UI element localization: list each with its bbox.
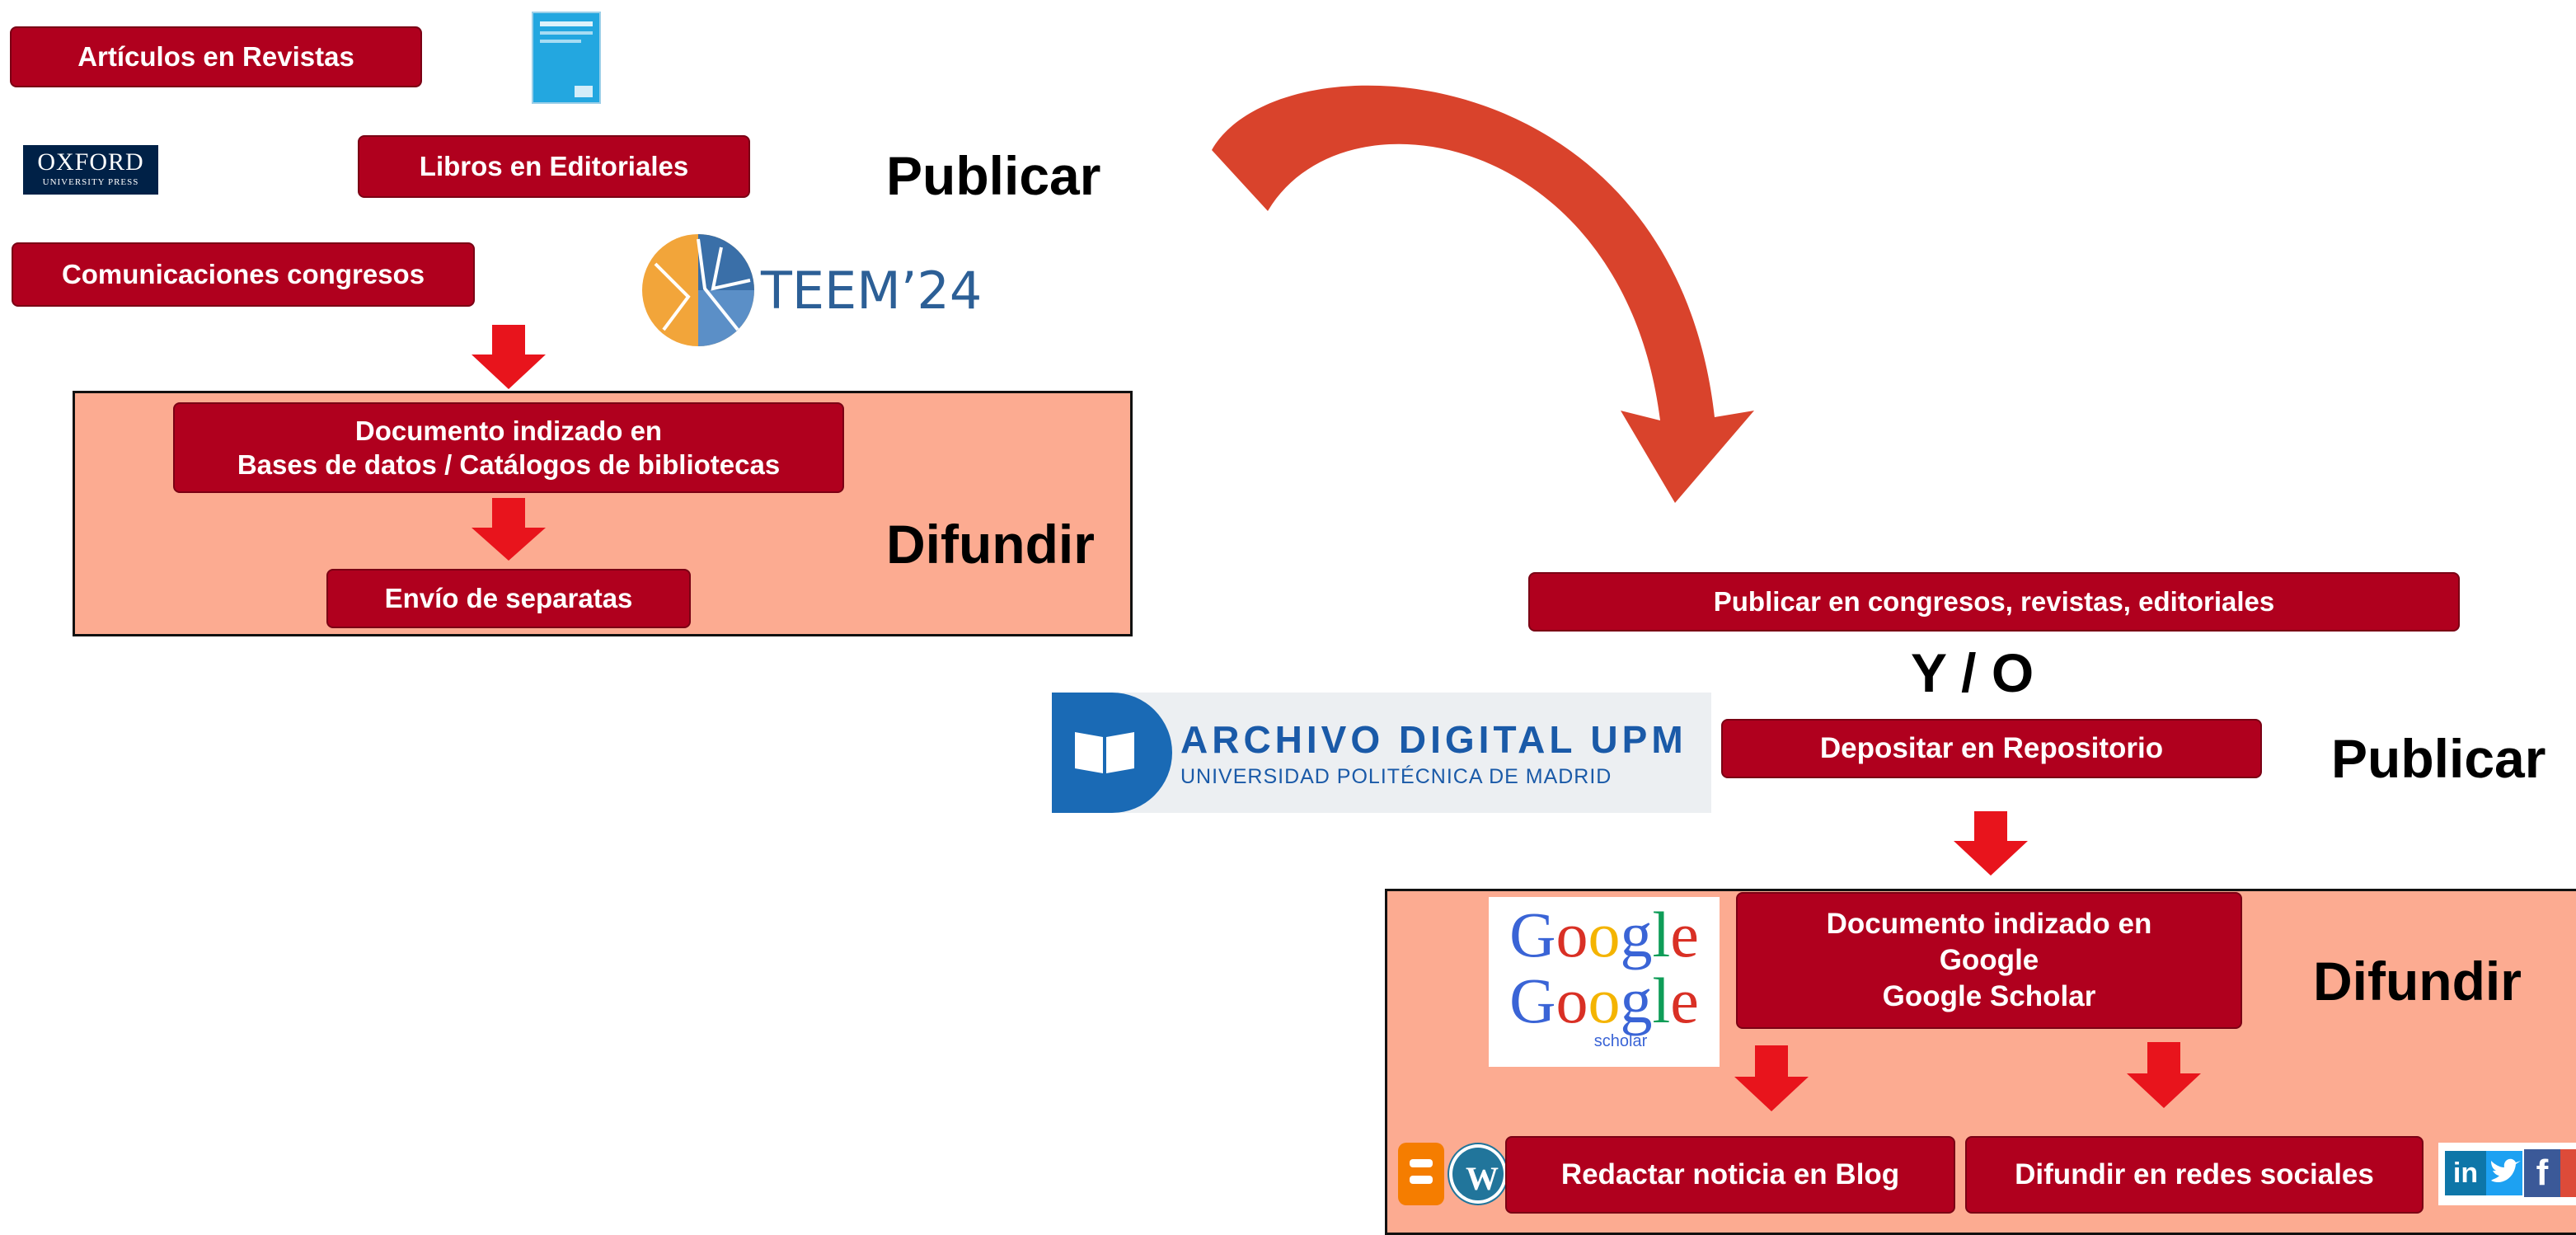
down-arrow-icon (1954, 811, 2028, 876)
redactar-blog-box: Redactar noticia en Blog (1505, 1136, 1955, 1214)
difundir-redes-box: Difundir en redes sociales (1965, 1136, 2424, 1214)
archivo-digital-upm-logo: ARCHIVO DIGITAL UPM UNIVERSIDAD POLITÉCN… (1052, 693, 1711, 813)
twitter-icon (2486, 1151, 2522, 1195)
scholar-text: scholar (1593, 1032, 1648, 1050)
archivo-logo-title: ARCHIVO DIGITAL UPM (1180, 718, 1687, 761)
documento-indizado-google-box: Documento indizado en Google Google Scho… (1736, 892, 2242, 1029)
y-o-label: Y / O (1911, 642, 2034, 703)
teem-logo-graphic (642, 234, 754, 346)
comunicaciones-congresos-box: Comunicaciones congresos (12, 242, 475, 307)
oxford-logo: OXFORD UNIVERSITY PRESS (23, 145, 158, 195)
social-icons: in f (2438, 1143, 2576, 1205)
publicar-label-left: Publicar (886, 145, 1101, 206)
down-arrow-icon (472, 325, 546, 389)
envio-separatas-box: Envío de separatas (326, 569, 691, 628)
google-plus-icon (2560, 1149, 2576, 1197)
down-arrow-icon (472, 498, 546, 561)
depositar-repositorio-box: Depositar en Repositorio (1721, 719, 2262, 778)
articulos-revistas-box: Artículos en Revistas (10, 26, 422, 87)
difundir-label-left: Difundir (886, 514, 1095, 575)
difundir-label-right: Difundir (2313, 951, 2522, 1012)
curved-arrow-icon (1212, 85, 1754, 504)
blogger-icon (1398, 1143, 1444, 1205)
wordpress-icon: W (1449, 1144, 1507, 1204)
teem-logo: TEEM’24 (639, 231, 993, 350)
linkedin-icon: in (2445, 1151, 2486, 1195)
libros-editoriales-box: Libros en Editoriales (358, 135, 750, 198)
down-arrow-icon (1734, 1045, 1809, 1111)
down-arrow-icon (2127, 1042, 2201, 1108)
journal-cover-icon (532, 12, 601, 104)
facebook-icon: f (2524, 1149, 2560, 1197)
google-logo: Google (1509, 899, 1699, 970)
google-scholar-wordmark: Google (1509, 965, 1699, 1036)
google-scholar-logo: Google Google scholar (1489, 897, 1720, 1067)
oxford-logo-text: OXFORD (37, 148, 144, 176)
teem-logo-text: TEEM’24 (761, 261, 983, 321)
oxford-logo-subtext: UNIVERSITY PRESS (42, 177, 139, 187)
documento-indizado-box: Documento indizado en Bases de datos / C… (173, 402, 844, 493)
book-icon (1052, 693, 1172, 813)
publicar-congresos-box: Publicar en congresos, revistas, editori… (1528, 572, 2460, 632)
archivo-logo-subtitle: UNIVERSIDAD POLITÉCNICA DE MADRID (1180, 765, 1612, 788)
publicar-label-right: Publicar (2331, 728, 2546, 789)
